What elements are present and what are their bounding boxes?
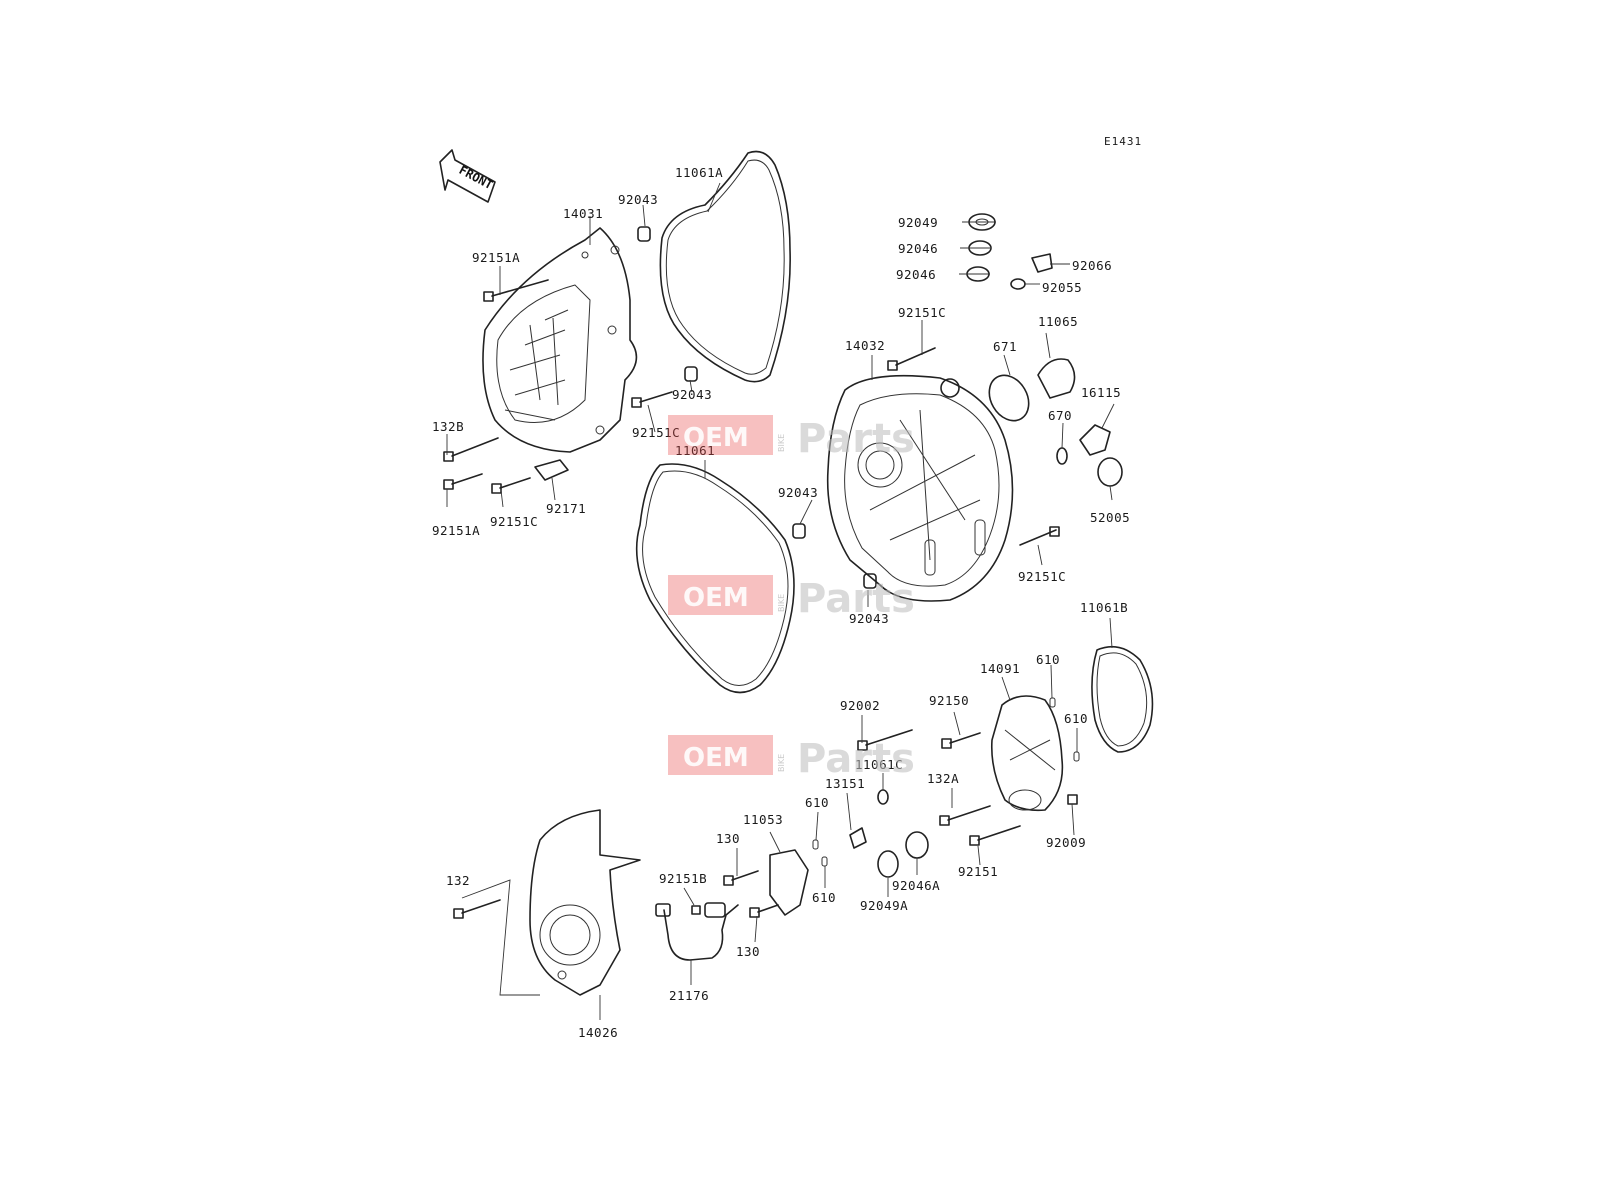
bracket-11053: [769, 849, 809, 916]
label-92043-d: 92043: [849, 611, 889, 626]
label-132b: 132B: [432, 419, 464, 434]
label-92151c-a: 92151C: [632, 425, 680, 440]
gasket-11061a: [659, 150, 791, 383]
oring-670: [1056, 447, 1068, 465]
label-92151a-a: 92151A: [472, 250, 520, 265]
label-92043-b: 92043: [672, 387, 712, 402]
label-130-a: 130: [716, 831, 740, 846]
label-16115: 16115: [1081, 385, 1121, 400]
part-labels: 11061A 92043 14031 92151A 92043 92151C 1…: [432, 165, 1130, 1040]
svg-text:OEM: OEM: [683, 583, 749, 613]
svg-text:OEM: OEM: [683, 743, 749, 773]
diagram-code: E1431: [1104, 135, 1142, 148]
label-92151b: 92151B: [659, 871, 707, 886]
label-92043-c: 92043: [778, 485, 818, 500]
label-610-c: 610: [805, 795, 829, 810]
oring-92055: [1010, 278, 1026, 290]
label-92046-b: 92046: [896, 267, 936, 282]
label-92002: 92002: [840, 698, 880, 713]
front-arrow-icon: FRONT: [439, 149, 496, 203]
svg-text:BIKE: BIKE: [777, 434, 786, 452]
label-14031: 14031: [563, 206, 603, 221]
gasket-11061b: [1091, 645, 1154, 753]
seal-52005: [1097, 457, 1123, 487]
label-670: 670: [1048, 408, 1072, 423]
watermark-3: OEM BIKE Parts: [668, 735, 915, 782]
svg-text:Parts: Parts: [797, 736, 915, 782]
label-92049: 92049: [898, 215, 938, 230]
svg-text:Parts: Parts: [797, 576, 915, 622]
label-52005: 52005: [1090, 510, 1130, 525]
label-92151c-c: 92151C: [898, 305, 946, 320]
label-92046-a: 92046: [898, 241, 938, 256]
label-92151: 92151: [958, 864, 998, 879]
label-14026: 14026: [578, 1025, 618, 1040]
plug-92066: [1031, 253, 1053, 273]
clutch-cover: [826, 374, 1014, 602]
label-14091: 14091: [980, 661, 1020, 676]
plug-16115: [1079, 424, 1111, 456]
cap-11065: [1037, 358, 1076, 399]
label-92043-a: 92043: [618, 192, 658, 207]
label-132a: 132A: [927, 771, 959, 786]
oring-671: [988, 374, 1030, 422]
clip-92171: [534, 459, 569, 481]
label-92150: 92150: [929, 693, 969, 708]
svg-text:Parts: Parts: [797, 416, 915, 462]
label-610-a: 610: [1036, 652, 1060, 667]
harness-21176: [663, 904, 739, 961]
label-92046a: 92046A: [892, 878, 940, 893]
bolts-left: [443, 226, 698, 494]
label-610-d: 610: [812, 890, 836, 905]
label-11061: 11061: [675, 443, 715, 458]
label-11053: 11053: [743, 812, 783, 827]
gasket-11061: [635, 463, 795, 694]
svg-text:BIKE: BIKE: [777, 594, 786, 612]
label-92151c-d: 92151C: [1018, 569, 1066, 584]
alternator-cover: [482, 227, 638, 453]
label-130-b: 130: [736, 944, 760, 959]
label-92151a-b: 92151A: [432, 523, 480, 538]
label-11061c: 11061C: [855, 757, 903, 772]
label-11061a: 11061A: [675, 165, 723, 180]
label-11065: 11065: [1038, 314, 1078, 329]
label-92151c-b: 92151C: [490, 514, 538, 529]
sprocket-cover: [529, 809, 641, 996]
leader-lines: [446, 182, 1115, 1020]
watermark-2: OEM BIKE Parts: [668, 575, 915, 622]
watermark-1: OEM BIKE Parts: [668, 415, 915, 462]
label-92055: 92055: [1042, 280, 1082, 295]
label-92066: 92066: [1072, 258, 1112, 273]
label-21176: 21176: [669, 988, 709, 1003]
label-132: 132: [446, 873, 470, 888]
label-671: 671: [993, 339, 1017, 354]
label-610-b: 610: [1064, 711, 1088, 726]
label-92049a: 92049A: [860, 898, 908, 913]
label-92009: 92009: [1046, 835, 1086, 850]
secondary-cover: [990, 695, 1064, 812]
label-92171: 92171: [546, 501, 586, 516]
label-13151: 13151: [825, 776, 865, 791]
label-14032: 14032: [845, 338, 885, 353]
label-11061b: 11061B: [1080, 600, 1128, 615]
svg-text:BIKE: BIKE: [777, 754, 786, 772]
svg-text:OEM: OEM: [683, 423, 749, 453]
